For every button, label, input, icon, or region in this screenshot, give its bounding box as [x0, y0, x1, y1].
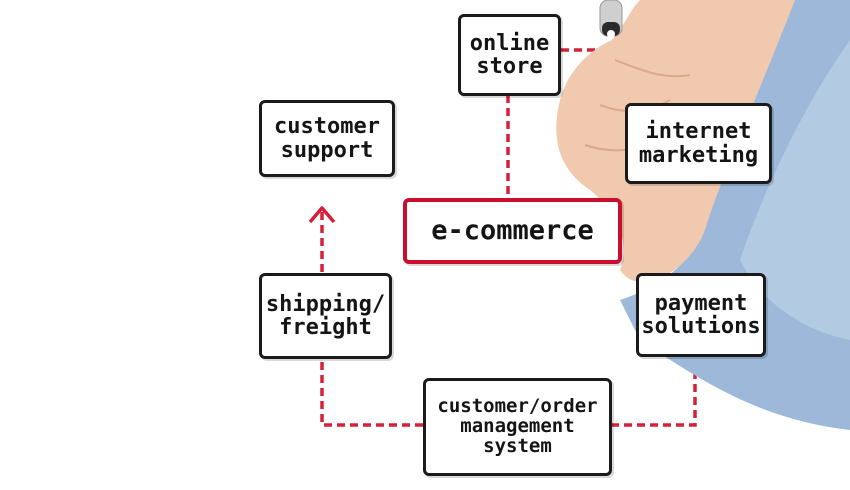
node-online-store-line-2: store: [476, 54, 543, 79]
node-ecommerce-label: e-commerce: [431, 214, 594, 246]
node-payment-solutions[interactable]: payment solutions: [636, 273, 766, 357]
node-payment-solutions-line-1: payment: [654, 290, 748, 316]
node-customer-support-line-1: customer: [274, 114, 380, 140]
node-internet-marketing-line-1: internet: [645, 119, 752, 145]
node-shipping-freight-line-1: shipping/: [265, 291, 386, 317]
node-internet-marketing[interactable]: internet marketing: [625, 103, 772, 184]
node-online-store-line-1: online: [469, 30, 550, 56]
node-order-management-line-3: system: [483, 434, 552, 457]
node-customer-support[interactable]: customer support: [259, 100, 395, 177]
node-ecommerce[interactable]: e-commerce: [403, 198, 622, 264]
node-online-store[interactable]: online store: [458, 14, 561, 96]
node-order-management[interactable]: customer/order management system: [423, 378, 612, 476]
arrowhead-customer-support: [308, 206, 336, 224]
node-shipping-freight[interactable]: shipping/ freight: [259, 273, 392, 359]
connector-payment-order-management: [612, 358, 697, 427]
node-payment-solutions-line-2: solutions: [641, 314, 761, 339]
node-order-management-line-2: management: [460, 415, 575, 438]
node-customer-support-line-2: support: [280, 137, 374, 163]
node-internet-marketing-line-2: marketing: [638, 142, 759, 168]
connector-order-management-shipping: [320, 360, 423, 427]
node-shipping-freight-line-2: freight: [279, 315, 372, 340]
node-order-management-line-1: customer/order: [437, 395, 598, 418]
